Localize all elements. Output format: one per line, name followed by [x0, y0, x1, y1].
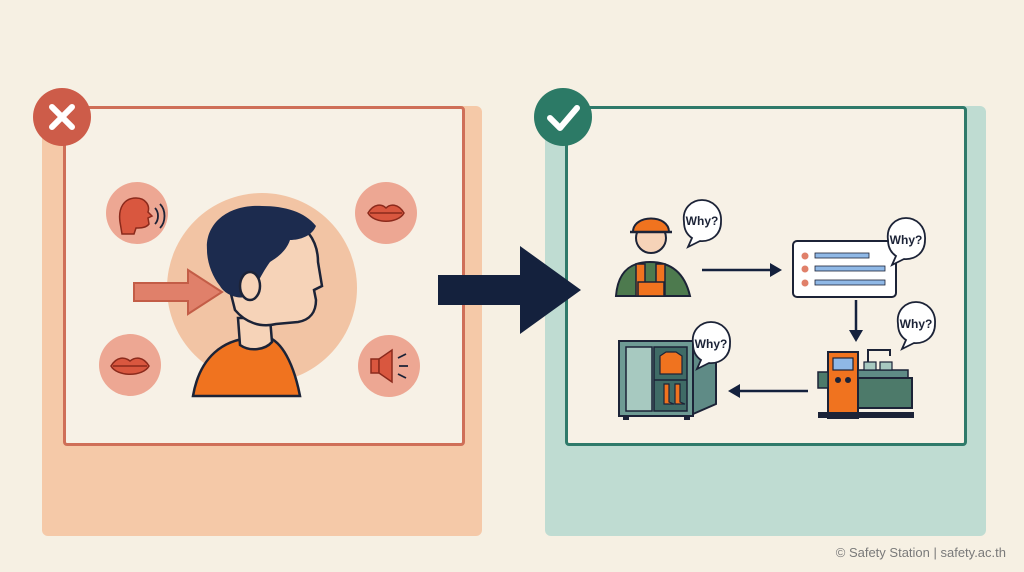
cross-icon — [49, 104, 75, 130]
worker-icon — [614, 217, 692, 297]
input-arrow — [133, 268, 224, 316]
mouth-icon — [355, 182, 417, 244]
flow-arrow-head — [728, 384, 740, 398]
why-bubble: Why? — [691, 321, 731, 371]
why-bubble: Why? — [886, 217, 926, 267]
why-bubble: Why? — [896, 301, 936, 351]
machine-icon — [817, 349, 914, 419]
speaking-head-icon — [106, 182, 168, 244]
ppe-locker-icon — [618, 340, 717, 420]
mouth-icon — [99, 334, 161, 396]
credit-text: © Safety Station | safety.ac.th — [835, 545, 1006, 560]
transition-arrow — [438, 246, 581, 334]
flow-arrow-head — [770, 263, 782, 277]
checklist-icon — [792, 240, 897, 298]
right-badge — [534, 88, 592, 146]
person-head-icon — [191, 205, 324, 398]
svg-text:Why?: Why? — [695, 337, 728, 351]
svg-text:Why?: Why? — [890, 233, 923, 247]
svg-text:Why?: Why? — [900, 317, 933, 331]
megaphone-icon — [358, 335, 420, 397]
svg-text:Why?: Why? — [686, 214, 719, 228]
check-icon — [547, 105, 580, 131]
why-bubble: Why? — [682, 199, 722, 249]
flow-arrow-head — [849, 330, 863, 342]
wrong-badge — [33, 88, 91, 146]
